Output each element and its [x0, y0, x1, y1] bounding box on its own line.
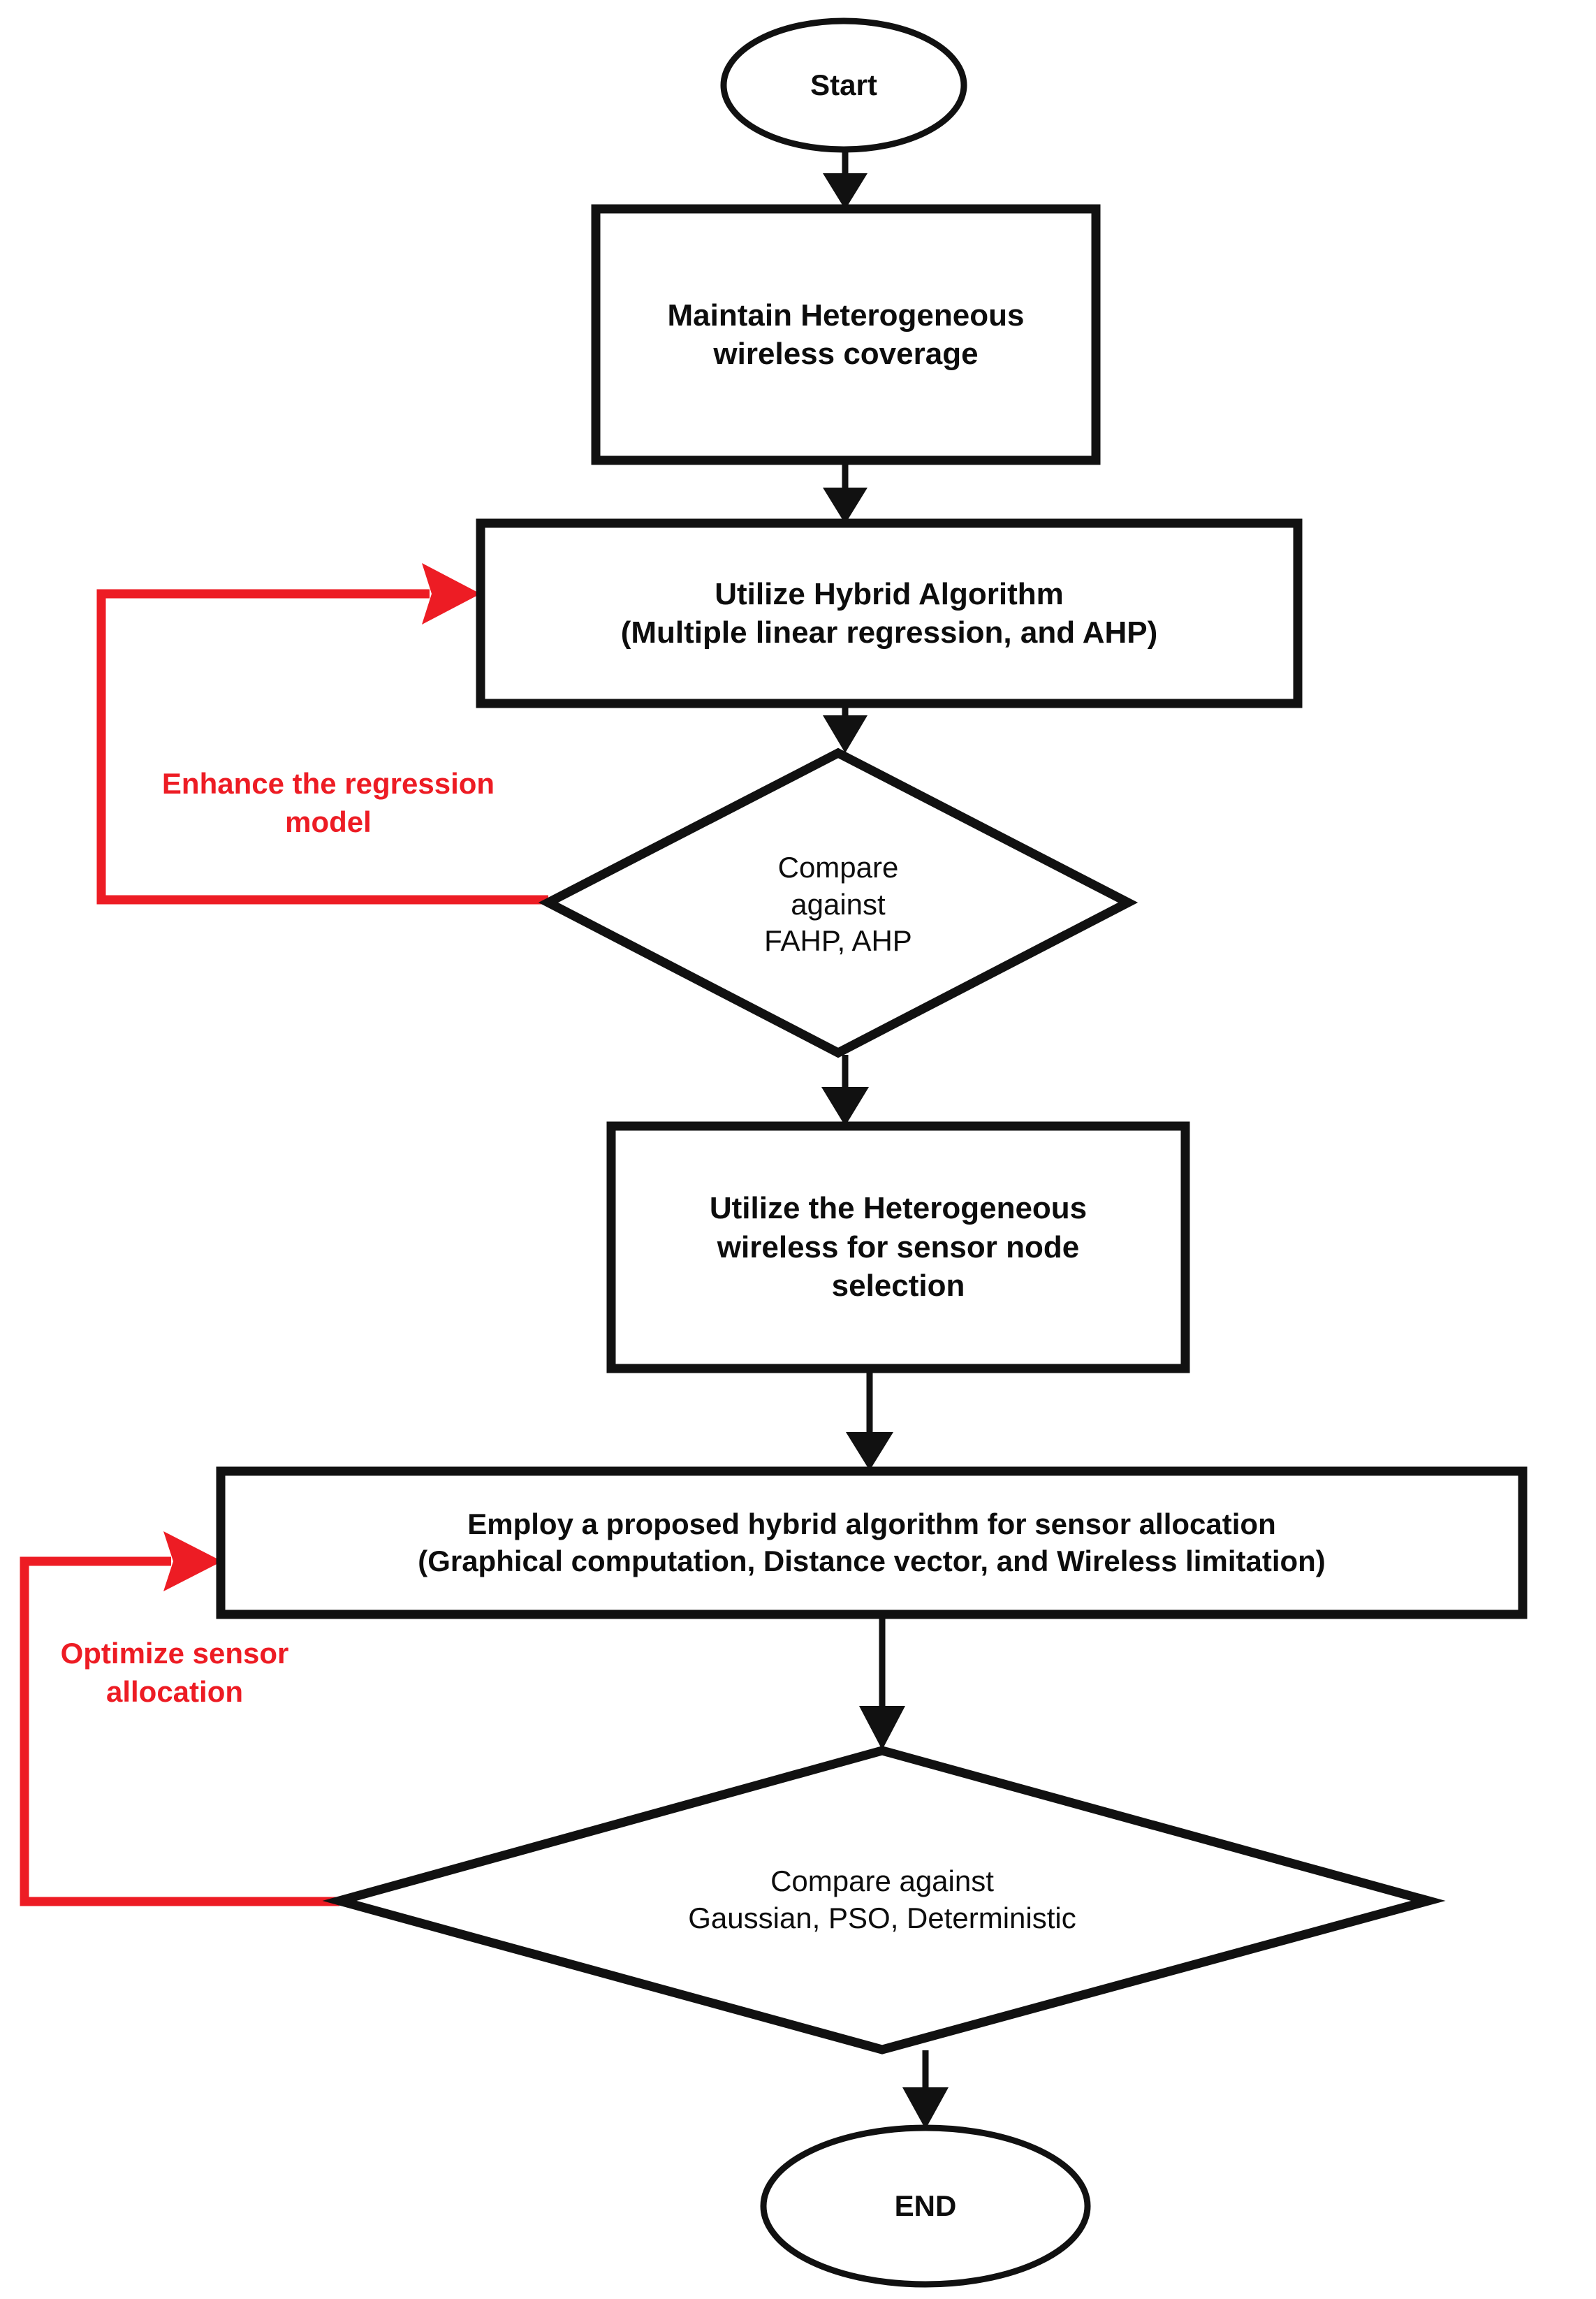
- edge-maintain-coverage-to-hybrid-algorithm: [823, 461, 867, 524]
- feedback-edge-optimize-allocation: [20, 1531, 339, 1906]
- feedback-edge-enhance-regression: [96, 563, 548, 905]
- node-sensor-allocation[interactable]: [216, 1466, 1528, 1619]
- edge-start-to-maintain-coverage: [823, 150, 867, 210]
- edge-compare-gaussian-to-end: [902, 2050, 949, 2129]
- node-end[interactable]: [760, 2124, 1091, 2288]
- node-compare-gaussian[interactable]: [322, 1746, 1446, 2054]
- edge-sensor-node-selection-to-sensor-allocation: [846, 1369, 893, 1470]
- edge-hybrid-algorithm-to-compare-fahp: [823, 704, 867, 753]
- node-hybrid-algorithm[interactable]: [476, 518, 1303, 708]
- edge-compare-fahp-to-sensor-node-selection: [821, 1055, 869, 1126]
- node-maintain-coverage[interactable]: [591, 204, 1101, 465]
- node-start[interactable]: [720, 17, 967, 153]
- edge-sensor-allocation-to-compare-gaussian: [859, 1615, 905, 1750]
- node-sensor-node-selection[interactable]: [606, 1121, 1190, 1373]
- node-compare-fahp[interactable]: [538, 747, 1139, 1058]
